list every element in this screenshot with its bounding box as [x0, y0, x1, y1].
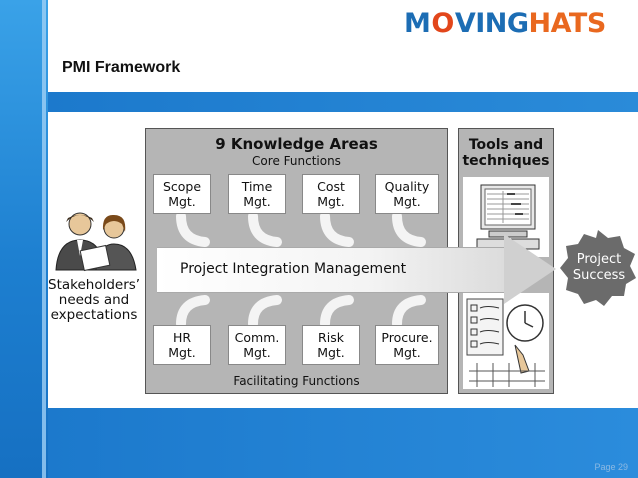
slide-title: PMI Framework: [62, 59, 181, 76]
scope-mgt-box: Scope Mgt.: [153, 174, 211, 214]
logo-letter-o: O: [431, 7, 454, 39]
knowledge-arrows: [176, 211, 426, 329]
title-bar: [48, 92, 638, 112]
hr-mgt-box: HR Mgt.: [153, 325, 211, 365]
checklist-clock-icon: [466, 298, 545, 387]
procure-mgt-box: Procure. Mgt.: [375, 325, 439, 365]
project-success-label: Project Success: [572, 252, 626, 283]
knowledge-areas-title: 9 Knowledge Areas: [215, 135, 378, 153]
stakeholders-label: Stakeholders’ needs and expectations: [48, 277, 141, 323]
integration-arrow-body: [157, 247, 505, 293]
cost-mgt-box: Cost Mgt.: [302, 174, 360, 214]
risk-mgt-box: Risk Mgt.: [302, 325, 360, 365]
bottom-bar: [48, 408, 638, 478]
time-mgt-box: Time Mgt.: [228, 174, 286, 214]
tools-checklist-panel: [463, 293, 549, 389]
integration-arrow-head: [504, 234, 556, 304]
project-success-badge: [560, 230, 636, 306]
stakeholders-people-icon: [55, 212, 137, 272]
tools-techniques-label: Tools and techniques: [462, 137, 550, 169]
core-functions-label: Core Functions: [252, 154, 341, 168]
left-decorative-band: [0, 0, 48, 478]
logo-hats: HATS: [528, 7, 607, 39]
movinghats-logo: M O VING HATS: [404, 6, 606, 40]
comm-mgt-box: Comm. Mgt.: [228, 325, 286, 365]
page-number: Page 29: [594, 462, 628, 472]
left-band-stripe: [42, 0, 46, 478]
logo-letter-m: M: [404, 7, 431, 39]
logo-ving: VING: [454, 7, 529, 39]
facilitating-functions-label: Facilitating Functions: [233, 374, 360, 388]
quality-mgt-box: Quality Mgt.: [375, 174, 439, 214]
integration-label: Project Integration Management: [180, 261, 407, 277]
